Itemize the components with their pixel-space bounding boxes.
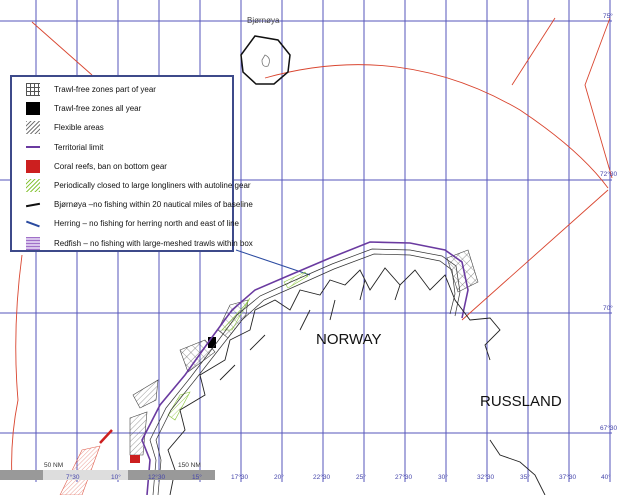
lon-label: 20° (274, 474, 284, 481)
lon-label: 30° (438, 474, 448, 481)
longliner-area (221, 297, 251, 331)
red-square-icon (26, 159, 40, 173)
crosshatch-icon (26, 83, 40, 97)
lon-label: 27°30 (395, 474, 413, 481)
baseline-inner (155, 253, 456, 495)
legend-item: Trawl-free zones part of year (26, 80, 232, 99)
lon-label: 25° (356, 474, 366, 481)
closed-areas (59, 249, 479, 495)
crosshatch-area (446, 249, 479, 293)
lon-label: 35° (520, 474, 530, 481)
limit-line (461, 189, 609, 321)
legend-label: Herring – no fishing for herring north a… (54, 219, 239, 229)
legend-label: Trawl-free zones all year (54, 104, 142, 114)
legend-item: Flexible areas (26, 118, 232, 137)
limit-line (511, 17, 556, 86)
lon-label: 32°30 (477, 474, 495, 481)
red-limit-lines (11, 17, 613, 481)
russia-coast (489, 439, 546, 495)
diagonal-hatch-icon (26, 121, 40, 135)
fjords (219, 279, 401, 381)
legend-item: Redfish – no fishing with large-meshed t… (26, 234, 253, 253)
lat-label: 75° (603, 13, 613, 20)
blue-line-icon (26, 220, 40, 228)
legend-item: Trawl-free zones all year (26, 99, 232, 118)
lat-label: 67°30 (600, 425, 618, 432)
longliner-area (167, 391, 191, 421)
lon-label: 12°30 (148, 474, 166, 481)
legend-label: Periodically closed to large longliners … (54, 181, 251, 191)
bjornoya-zone (240, 35, 291, 85)
legend-label: Coral reefs, ban on bottom gear (54, 161, 167, 171)
legend-item: Periodically closed to large longliners … (26, 176, 251, 195)
territorial-limit (141, 241, 469, 495)
lon-label: 7°30 (66, 474, 80, 481)
flexible-area (132, 379, 159, 409)
legend-label: Flexible areas (54, 123, 104, 133)
limit-line (11, 254, 23, 481)
lat-label: 70° (603, 305, 613, 312)
crosshatch-area (179, 339, 216, 373)
trawl-free-all-year (208, 337, 216, 348)
lon-label: 40° (601, 474, 611, 481)
scale-bar (0, 470, 215, 480)
coral-reef-line (99, 429, 113, 444)
black-line-icon (25, 202, 41, 207)
black-square-icon (26, 102, 40, 116)
russia-label: RUSSLAND (480, 393, 562, 410)
lon-label: 10° (111, 474, 121, 481)
legend-label: Trawl-free zones part of year (54, 85, 156, 95)
herring-line (235, 249, 311, 276)
lat-label: 72°30 (600, 171, 618, 178)
norway-coast (141, 241, 546, 495)
green-hatch-icon (26, 179, 40, 193)
norway-label: NORWAY (316, 331, 382, 348)
lon-label: 22°30 (313, 474, 331, 481)
limit-line (31, 21, 93, 76)
bjornoya-arc (264, 64, 609, 189)
baseline (149, 248, 461, 495)
legend-label: Bjørnøya –no fishing within 20 nautical … (54, 200, 253, 210)
legend-item: Coral reefs, ban on bottom gear (26, 157, 232, 176)
legend-label: Redfish – no fishing with large-meshed t… (54, 238, 253, 248)
lon-label: 37°30 (559, 474, 577, 481)
coastline (167, 267, 501, 495)
bjornoya-label: Bjørnøya (247, 16, 280, 25)
legend-item: Herring – no fishing for herring north a… (26, 214, 239, 233)
flexible-area (129, 411, 148, 456)
scale-label: 150 NM (178, 462, 201, 469)
coral-reef (130, 455, 140, 463)
legend-label: Territorial limit (54, 142, 104, 152)
purple-line-icon (26, 146, 40, 149)
map-legend: Trawl-free zones part of year Trawl-free… (10, 75, 253, 253)
lon-label: 17°30 (231, 474, 249, 481)
purple-brick-icon (26, 236, 40, 250)
limit-line (584, 17, 613, 179)
legend-item: Bjørnøya –no fishing within 20 nautical … (25, 195, 253, 214)
legend-item: Territorial limit (26, 138, 232, 157)
lon-label: 15° (192, 474, 202, 481)
scale-label: 50 NM (44, 462, 64, 469)
bjornoya-island (261, 54, 270, 67)
